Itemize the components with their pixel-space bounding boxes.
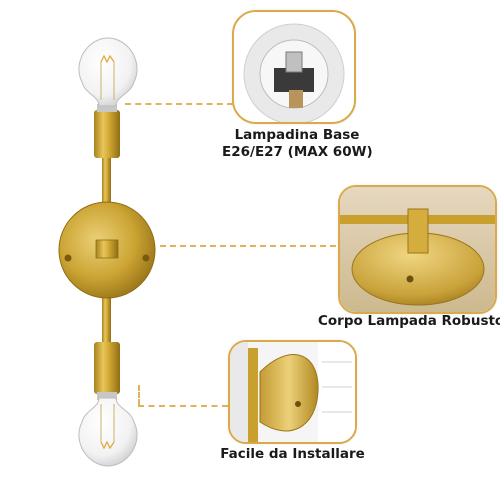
caption-bulb-base: Lampadina Base E26/E27 (MAX 60W) bbox=[222, 127, 373, 161]
bottom-socket bbox=[94, 342, 120, 400]
caption-easy-install-line-1: Facile da Installare bbox=[220, 446, 365, 462]
leader-line-lamp-body bbox=[160, 245, 336, 247]
bottom-bulb bbox=[78, 397, 138, 467]
top-bulb bbox=[78, 37, 138, 107]
caption-lamp-body: Corpo Lampada Robusto bbox=[318, 313, 500, 330]
leader-line-bulb-base bbox=[125, 103, 233, 105]
socket-closeup-image bbox=[234, 12, 354, 122]
caption-lamp-body-line-1: Corpo Lampada Robusto bbox=[318, 313, 500, 329]
caption-easy-install: Facile da Installare bbox=[220, 446, 365, 463]
caption-bulb-base-line-1: Lampadina Base bbox=[234, 127, 360, 143]
callout-bulb-base bbox=[232, 10, 356, 124]
leader-line-install-vertical bbox=[138, 385, 140, 405]
caption-bulb-base-line-2: E26/E27 (MAX 60W) bbox=[222, 144, 373, 160]
install-closeup-image bbox=[230, 342, 355, 442]
callout-easy-install bbox=[228, 340, 357, 444]
wall-plate bbox=[58, 201, 156, 299]
top-socket bbox=[94, 104, 120, 158]
leader-line-install bbox=[138, 405, 228, 407]
lamp-body-closeup-image bbox=[340, 187, 495, 312]
callout-lamp-body bbox=[338, 185, 497, 314]
